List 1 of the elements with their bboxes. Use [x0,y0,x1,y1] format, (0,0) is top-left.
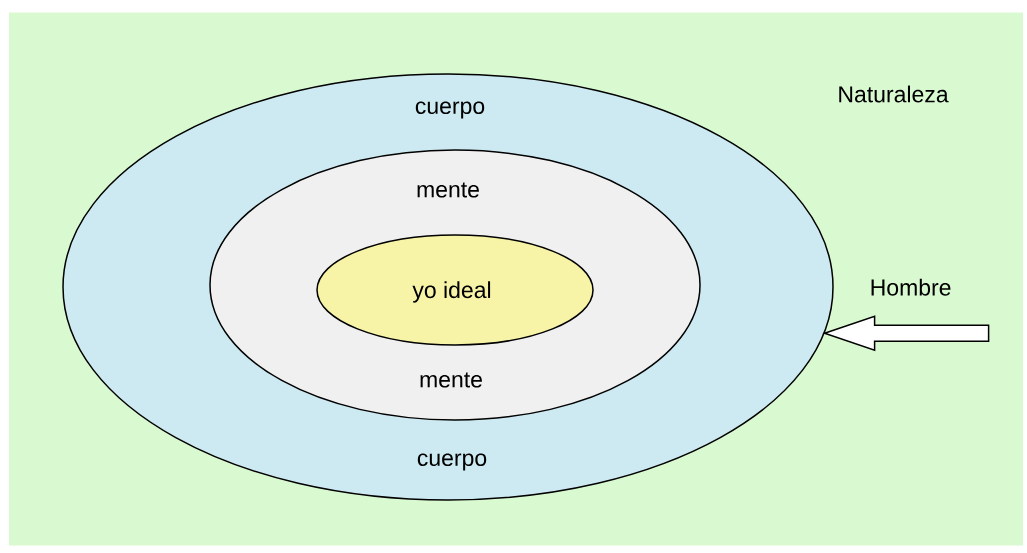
edge-label: Hombre [871,278,951,296]
